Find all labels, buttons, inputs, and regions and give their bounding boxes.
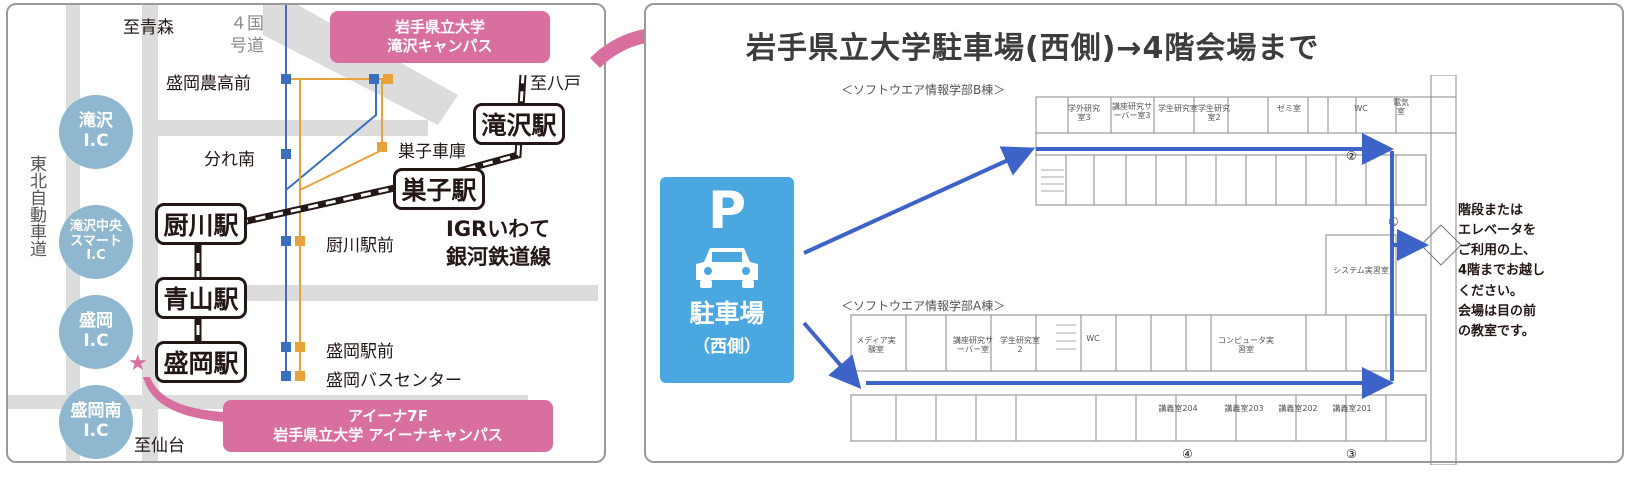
room-label-media: メディア実験室 bbox=[856, 336, 896, 354]
floor-title: 岩手県立大学駐車場(西側)→4階会場まで bbox=[746, 31, 1320, 66]
station-sugo: 巣子駅 bbox=[393, 168, 485, 210]
route-arrows bbox=[802, 133, 1429, 399]
room-label-a-wc: WC bbox=[1086, 334, 1100, 343]
bus-stop-wakaremin: 分れ南 bbox=[204, 150, 255, 170]
ic-morioka-minami-l2: I.C bbox=[83, 421, 109, 441]
ic-takizawa-chuo: 滝沢中央 スマート I.C bbox=[59, 205, 133, 279]
bus-stop-morioka-nokomae: 盛岡農高前 bbox=[166, 74, 251, 94]
bus-stop-sugo-shako: 巣子車庫 bbox=[398, 142, 466, 162]
instruction-line-1: 階段または bbox=[1458, 203, 1524, 218]
ic-takizawa-l1: 滝沢 bbox=[79, 111, 113, 132]
room-label-a-student: 学生研究室2 bbox=[1000, 336, 1040, 354]
aina-pointer bbox=[143, 377, 238, 423]
ic-morioka-minami-l1: 盛岡南 bbox=[70, 401, 122, 422]
ic-morioka-l1: 盛岡 bbox=[79, 311, 113, 332]
floor-plan-drawing bbox=[850, 75, 1462, 465]
instructions-text: 階段または エレベータを ご利用の上、 4階までお越し ください。 会場は目の前… bbox=[1458, 201, 1545, 342]
ic-morioka: 盛岡 I.C bbox=[59, 295, 133, 369]
campus-aina-box: アイーナ7F 岩手県立大学 アイーナキャンパス bbox=[223, 400, 553, 452]
to-aomori-label: 至青森 bbox=[123, 18, 174, 38]
bus-stop-morioka-ekimae: 盛岡駅前 bbox=[326, 342, 394, 362]
room-label-lec204: 講義室204 bbox=[1158, 404, 1198, 413]
campus-aina-line2: 岩手県立大学 アイーナキャンパス bbox=[273, 426, 503, 444]
room-label-b6: WC bbox=[1354, 104, 1368, 113]
station-aoyama: 青山駅 bbox=[155, 277, 247, 319]
room-label-b4: 学生研究室2 bbox=[1198, 104, 1230, 122]
railway-label-line1: IGRいわて bbox=[446, 217, 551, 241]
circled-2: ② bbox=[1346, 149, 1357, 163]
road-horizontal-top bbox=[158, 120, 428, 136]
instruction-line-6: 会場は目の前 bbox=[1458, 303, 1537, 319]
parking-sub: （西側） bbox=[693, 337, 761, 358]
road-vertical-main bbox=[142, 5, 158, 461]
parking-letter: P bbox=[707, 181, 747, 241]
ic-takizawa-chuo-l3: I.C bbox=[86, 248, 106, 264]
ic-morioka-l2: I.C bbox=[83, 331, 109, 351]
to-sendai-label: 至仙台 bbox=[134, 436, 185, 456]
room-label-a-server: 講座研究サーバー室 bbox=[953, 336, 993, 354]
room-label-b5: ゼミ室 bbox=[1277, 104, 1301, 113]
ic-takizawa: 滝沢 I.C bbox=[59, 95, 133, 169]
bus-route-lines bbox=[281, 5, 393, 381]
bus-stop-morioka-bus-center: 盛岡バスセンター bbox=[326, 371, 462, 391]
circled-3: ③ bbox=[1346, 447, 1357, 461]
room-label-b1: 学外研究室3 bbox=[1068, 104, 1100, 122]
floor-plan-panel: 岩手県立大学駐車場(西側)→4階会場まで P 駐車場 （西側） ＜ソフトウエア情… bbox=[644, 3, 1624, 465]
parking-sign: P 駐車場 （西側） bbox=[660, 177, 794, 383]
circled-4: ④ bbox=[1182, 447, 1193, 461]
expressway-label: 東北自動車道 bbox=[26, 155, 46, 257]
campus-takizawa-box: 岩手県立大学 滝沢キャンパス bbox=[330, 11, 550, 63]
route4-road bbox=[263, 5, 458, 125]
room-label-b2: 講座研究サーバー室3 bbox=[1112, 102, 1152, 120]
station-morioka: 盛岡駅 bbox=[155, 341, 247, 383]
access-map-panel: 至青森 ４国 号道 至八戸 至仙台 東北自動車道 盛岡農高前 分れ南 巣子車庫 … bbox=[6, 3, 606, 463]
bus-stop-kuriyagawa-ekimae: 厨川駅前 bbox=[326, 236, 394, 256]
ic-takizawa-chuo-l2: スマート bbox=[70, 233, 122, 249]
parking-label: 駐車場 bbox=[689, 299, 765, 329]
room-label-lec202: 講義室202 bbox=[1278, 404, 1318, 413]
instruction-line-7: の教室です。 bbox=[1458, 323, 1535, 339]
instruction-line-4: 4階までお越し bbox=[1458, 263, 1546, 279]
instruction-line-5: ください。 bbox=[1458, 283, 1524, 299]
railway-label-line2: 銀河鉄道線 bbox=[446, 245, 551, 270]
instruction-line-3: ご利用の上、 bbox=[1458, 243, 1537, 259]
room-label-b7: 電気室 bbox=[1393, 98, 1409, 116]
room-label-sys: システム実習室 bbox=[1333, 266, 1389, 275]
station-kuriyagawa: 厨川駅 bbox=[155, 203, 247, 245]
room-label-lec201: 講義室201 bbox=[1332, 404, 1372, 413]
ic-takizawa-l2: I.C bbox=[83, 131, 109, 151]
campus-takizawa-line2: 滝沢キャンパス bbox=[387, 37, 493, 55]
road-horizontal-mid bbox=[158, 285, 598, 301]
station-takizawa: 滝沢駅 bbox=[473, 103, 565, 145]
instruction-line-2: エレベータを bbox=[1458, 223, 1537, 239]
ic-takizawa-chuo-l1: 滝沢中央 bbox=[69, 218, 122, 234]
room-label-lec203: 講義室203 bbox=[1224, 404, 1264, 413]
railway-label: IGRいわて 銀河鉄道線 bbox=[446, 215, 551, 272]
room-label-computer: コンピュータ実習室 bbox=[1218, 336, 1274, 354]
campus-aina-line1: アイーナ7F bbox=[348, 407, 428, 426]
car-icon bbox=[696, 248, 758, 289]
room-label-b3: 学生研究室 bbox=[1158, 104, 1198, 113]
route4-label: ４国 号道 bbox=[230, 14, 264, 57]
to-hachinohe-label: 至八戸 bbox=[530, 74, 581, 94]
star-marker-icon: ★ bbox=[128, 351, 148, 376]
building-b-label: ＜ソフトウエア情報学部B棟＞ bbox=[841, 83, 1006, 97]
campus-takizawa-line1: 岩手県立大学 bbox=[394, 18, 485, 37]
building-a-label: ＜ソフトウエア情報学部A棟＞ bbox=[841, 299, 1006, 313]
ic-morioka-minami: 盛岡南 I.C bbox=[59, 385, 133, 459]
